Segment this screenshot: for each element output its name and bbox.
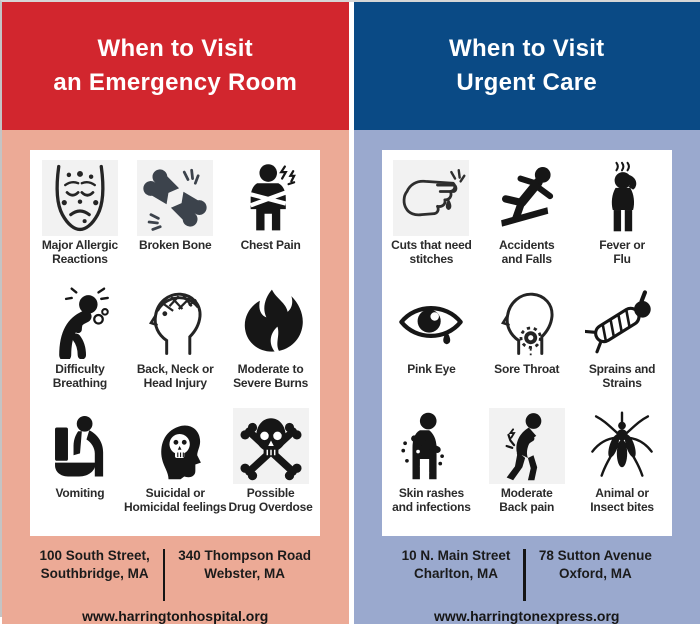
symptom-label: Vomiting	[55, 486, 104, 500]
symptom-item: Suicidal or Homicidal feelings	[128, 408, 223, 532]
symptom-label: Animal or Insect bites	[590, 486, 654, 514]
symptom-item: Skin rashes and infections	[384, 408, 479, 532]
urgent-care-symptoms-card: Cuts that need stitches Accidents and Fa…	[382, 150, 672, 536]
symptom-item: Animal or Insect bites	[574, 408, 669, 532]
chest-pain-person-icon	[233, 160, 309, 236]
symptom-item: Accidents and Falls	[479, 160, 574, 284]
address-divider	[523, 549, 526, 601]
symptom-label: Chest Pain	[241, 238, 301, 252]
urgent-care-body: Cuts that need stitches Accidents and Fa…	[354, 130, 700, 624]
urgent-care-title: When to Visit Urgent Care	[449, 32, 604, 99]
emergency-room-panel: When to Visit an Emergency Room	[2, 2, 349, 617]
symptom-label: Moderate to Severe Burns	[233, 362, 308, 390]
symptom-item: Broken Bone	[128, 160, 223, 284]
emergency-symptoms-card: Major Allergic Reactions	[30, 150, 320, 536]
fever-person-icon	[584, 160, 660, 236]
symptom-label: Possible Drug Overdose	[229, 486, 313, 514]
bandaged-limb-icon	[584, 284, 660, 360]
emergency-room-addresses: 100 South Street, Southbridge, MA 340 Th…	[39, 547, 311, 601]
symptom-label: Cuts that need stitches	[391, 238, 472, 266]
symptom-label: Broken Bone	[139, 238, 211, 252]
symptom-item: Pink Eye	[384, 284, 479, 408]
allergic-reaction-face-icon	[42, 160, 118, 236]
difficulty-breathing-person-icon	[42, 284, 118, 360]
symptom-item: Vomiting	[32, 408, 127, 532]
mosquito-icon	[584, 408, 660, 484]
emergency-room-header: When to Visit an Emergency Room	[2, 2, 349, 130]
falling-person-icon	[489, 160, 565, 236]
skull-crossbones-icon	[233, 408, 309, 484]
symptom-item: Cuts that need stitches	[384, 160, 479, 284]
symptom-item: Back, Neck or Head Injury	[128, 284, 223, 408]
address-divider	[163, 549, 166, 601]
symptom-item: Fever or Flu	[574, 160, 669, 284]
urgent-care-website-text: www.harringtonexpress.org	[434, 608, 619, 624]
symptom-item: Moderate to Severe Burns	[223, 284, 318, 408]
symptom-label: Accidents and Falls	[499, 238, 555, 266]
urgent-care-addresses: 10 N. Main Street Charlton, MA 78 Sutton…	[402, 547, 652, 601]
skull-in-head-icon	[137, 408, 213, 484]
vomiting-toilet-icon	[42, 408, 118, 484]
symptom-label: Fever or Flu	[599, 238, 645, 266]
eye-icon	[393, 284, 469, 360]
symptom-item: Moderate Back pain	[479, 408, 574, 532]
broken-bone-icon	[137, 160, 213, 236]
hospital-website-text: www.harringtonhospital.org	[82, 608, 268, 624]
symptom-item: Difficulty Breathing	[32, 284, 127, 408]
sore-throat-profile-icon	[489, 284, 565, 360]
symptom-label: Difficulty Breathing	[53, 362, 107, 390]
symptom-label: Pink Eye	[407, 362, 455, 376]
address-block: 78 Sutton Avenue Oxford, MA	[539, 547, 652, 583]
address-block: 10 N. Main Street Charlton, MA	[402, 547, 511, 583]
symptom-label: Sore Throat	[494, 362, 559, 376]
symptom-label: Moderate Back pain	[499, 486, 554, 514]
cut-hand-icon	[393, 160, 469, 236]
symptom-item: Possible Drug Overdose	[223, 408, 318, 532]
symptom-label: Back, Neck or Head Injury	[137, 362, 214, 390]
address-block: 340 Thompson Road Webster, MA	[178, 547, 311, 583]
skin-rash-person-icon	[393, 408, 469, 484]
symptom-item: Sore Throat	[479, 284, 574, 408]
back-pain-person-icon	[489, 408, 565, 484]
emergency-room-title: When to Visit an Emergency Room	[53, 32, 297, 99]
symptom-label: Sprains and Strains	[589, 362, 655, 390]
symptom-label: Major Allergic Reactions	[42, 238, 118, 266]
head-injury-profile-icon	[137, 284, 213, 360]
symptom-item: Chest Pain	[223, 160, 318, 284]
symptom-label: Skin rashes and infections	[392, 486, 471, 514]
flame-icon	[233, 284, 309, 360]
emergency-room-body: Major Allergic Reactions	[2, 130, 349, 624]
address-block: 100 South Street, Southbridge, MA	[39, 547, 149, 583]
symptom-label: Suicidal or Homicidal feelings	[124, 486, 226, 514]
urgent-care-panel: When to Visit Urgent Care Cuts that need…	[354, 2, 700, 617]
urgent-care-header: When to Visit Urgent Care	[354, 2, 700, 130]
symptom-item: Sprains and Strains	[574, 284, 669, 408]
symptom-item: Major Allergic Reactions	[32, 160, 127, 284]
